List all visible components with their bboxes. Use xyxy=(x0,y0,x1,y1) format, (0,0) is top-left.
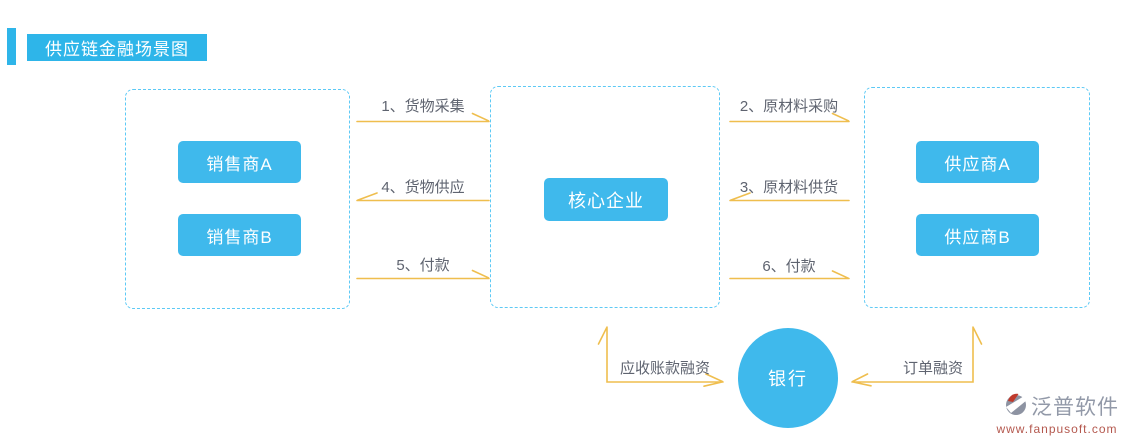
logo-company-name: 泛普软件 xyxy=(1031,396,1119,419)
sellers-group-box: 销售商A 销售商B xyxy=(125,89,350,309)
flow-label-payment-left: 5、付款 xyxy=(396,257,450,274)
node-seller-b: 销售商B xyxy=(178,214,301,256)
flow-label-material-purchase: 2、原材料采购 xyxy=(739,98,839,115)
label-receivable-financing: 应收账款融资 xyxy=(619,360,710,377)
logo-website-url: www.fanpusoft.com xyxy=(996,422,1118,436)
node-supplier-b: 供应商B xyxy=(916,214,1039,256)
suppliers-group-box: 供应商A 供应商B xyxy=(864,87,1090,308)
fanpu-logo-icon xyxy=(1005,392,1027,421)
label-order-financing: 订单融资 xyxy=(902,360,963,377)
title-accent-bar xyxy=(7,28,16,65)
flow-label-payment-right: 6、付款 xyxy=(762,258,816,275)
node-core-enterprise: 核心企业 xyxy=(544,178,668,221)
core-enterprise-group-box: 核心企业 xyxy=(490,86,720,308)
node-bank: 银行 xyxy=(738,328,838,428)
node-seller-a: 销售商A xyxy=(178,141,301,183)
node-supplier-a: 供应商A xyxy=(916,141,1039,183)
page-title: 供应链金融场景图 xyxy=(27,34,207,61)
flow-label-material-supply: 3、原材料供货 xyxy=(739,179,839,196)
flow-label-goods-supply: 4、货物供应 xyxy=(381,179,465,196)
fanpu-logo: 泛普软件 www.fanpusoft.com xyxy=(993,391,1121,436)
flow-label-goods-collection: 1、货物采集 xyxy=(381,98,465,115)
